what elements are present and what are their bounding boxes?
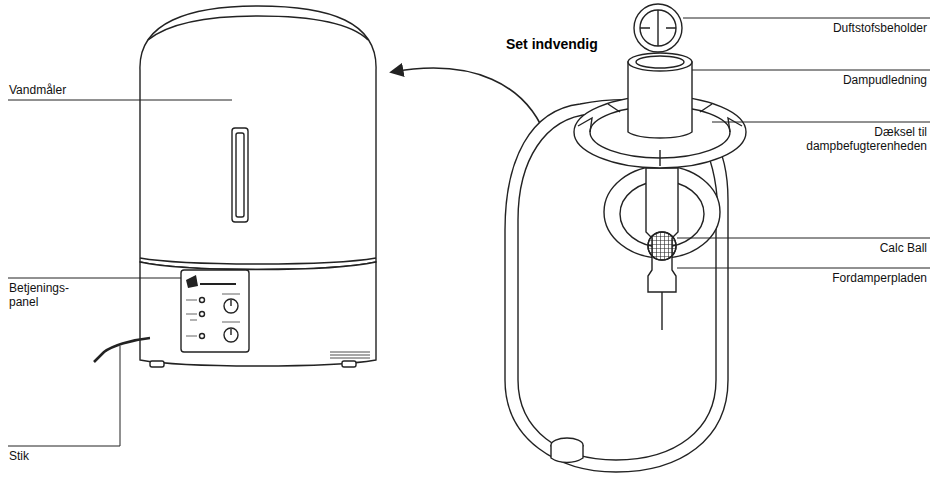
heading: Set indvendig — [506, 36, 598, 52]
steam-tube-opening — [636, 56, 684, 68]
indicator-led — [200, 298, 205, 303]
foot — [150, 361, 164, 367]
humidifier-body — [94, 6, 376, 367]
vent-lines — [330, 352, 370, 358]
brand-bar — [200, 283, 236, 285]
leader-line — [677, 238, 930, 239]
leader-line — [683, 18, 930, 19]
part-label: Dampudledning — [842, 73, 928, 87]
power-cable — [94, 338, 150, 362]
leader-line — [8, 100, 232, 101]
control-panel — [181, 270, 249, 352]
indicator-led — [200, 334, 205, 339]
evaporator-stem — [661, 292, 662, 330]
part-label: Fordamperpladen — [831, 271, 928, 285]
part-label: Calc Ball — [879, 241, 928, 255]
water-gauge — [232, 128, 248, 222]
aroma-cap-ribs — [640, 10, 676, 46]
leader-line — [677, 268, 930, 269]
aroma-cap-inner — [640, 10, 676, 46]
part-label: Vandmåler — [8, 83, 67, 97]
knob-mark — [230, 300, 231, 335]
brand-logo — [186, 275, 198, 288]
steam-tube — [628, 62, 692, 138]
calc-ball-outline — [648, 232, 676, 260]
leader-line — [712, 122, 930, 123]
tank-top-edge — [148, 16, 368, 40]
indicator-led — [200, 312, 205, 317]
part-label: Duftstofsbeholder — [832, 21, 928, 35]
aroma-cap — [634, 4, 682, 52]
base-post — [551, 445, 583, 463]
evaporator-plate — [646, 168, 678, 292]
part-label: Dæksel til dampbefugterenheden — [791, 125, 928, 153]
tank-outline — [140, 6, 376, 270]
leader-line — [692, 70, 930, 71]
leader-lines — [8, 18, 930, 446]
steam-tube-top — [628, 53, 692, 71]
insert-arrow — [392, 68, 548, 142]
water-gauge-window — [236, 133, 244, 217]
leader-line — [8, 346, 120, 446]
foot — [342, 361, 356, 367]
calc-ball — [648, 232, 676, 260]
divider-line — [140, 258, 376, 264]
part-label: Stik — [8, 449, 30, 463]
leader-line — [8, 278, 181, 279]
part-label: Betjenings- panel — [8, 281, 88, 309]
